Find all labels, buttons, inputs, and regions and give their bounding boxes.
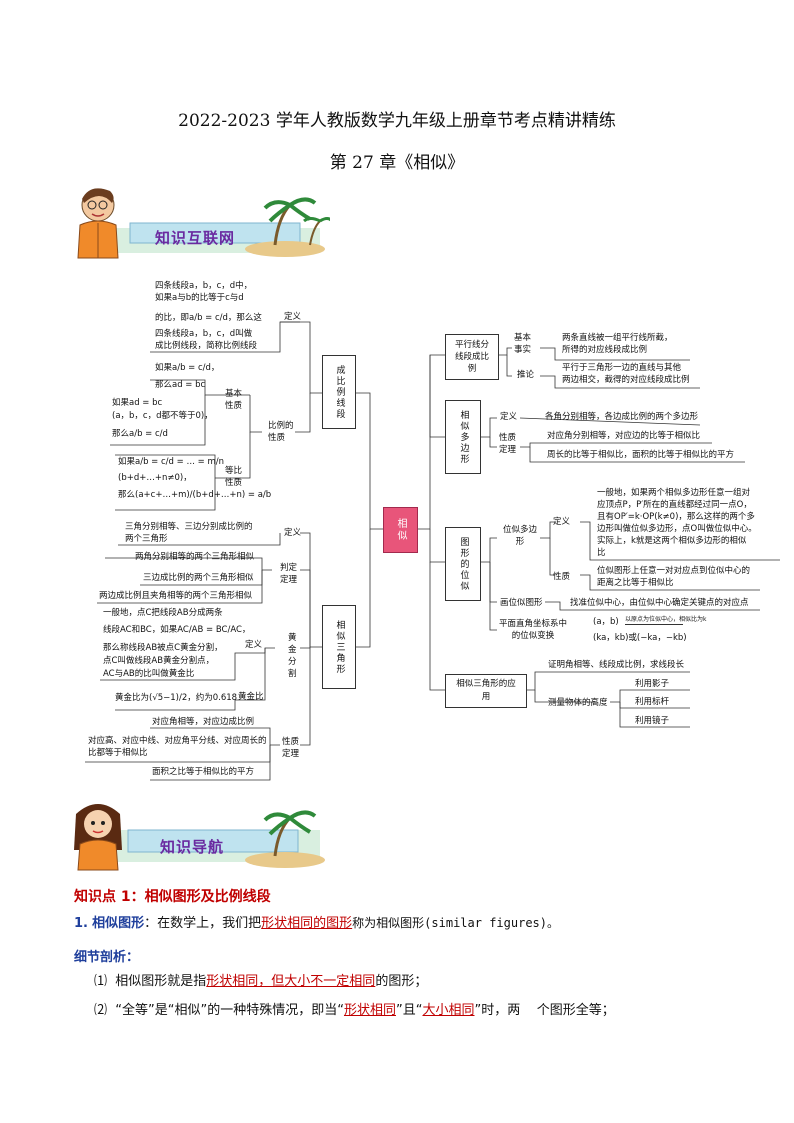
b1-basic2-line2: (a，b，c，d都不等于0)， xyxy=(112,411,213,421)
r3-def-line2: 应顶点P，P′所在的直线都经过同一点O， xyxy=(597,500,752,510)
banner-knowledge-navigation: 知识导航 xyxy=(70,800,330,872)
b2-judge-label: 判定定理 xyxy=(280,563,298,585)
r3-coord-label: 平面直角坐标系中的位似变换 xyxy=(498,619,567,641)
r1-corollary-line1: 平行于三角形一边的直线与其他 xyxy=(562,363,682,373)
banner-knowledge-network: 知识互联网 xyxy=(70,183,334,263)
b2-golden-label: 黄金分割 xyxy=(288,633,297,679)
r3-def-line1: 一般地，如果两个相似多边形任意一组对 xyxy=(597,488,751,498)
b1-basic-line1: 如果a/b = c/d， xyxy=(155,363,220,373)
r3-def-line4: 边形叫做位似多边形，点O叫做位似中心。 xyxy=(597,524,757,534)
r3-prop-line2: 距离之比等于相似比 xyxy=(597,578,674,588)
r3-coord-arrow-label: 以原点为位似中心，相似比为k xyxy=(625,616,707,623)
detail-point-2: ⑵ “全等”是“相似”的一种特殊情况，即当“形状相同”且“大小相同”时，两 个图… xyxy=(94,1003,615,1018)
b1-basic-line2: 那么ad = bc xyxy=(155,380,206,390)
b2-golden-def-line1: 一般地，点C把线段AB分成两条 xyxy=(103,608,223,618)
node-similar-polygons: 相似多边形 xyxy=(445,400,481,474)
b2-judge-item2: 三边成比例的两个三角形相似 xyxy=(143,573,254,583)
r2-prop-item2: 周长的比等于相似比，面积的比等于相似比的平方 xyxy=(547,450,735,460)
b2-def-line2: 两个三角形 xyxy=(125,534,168,544)
b1-ratio-line1: 如果a/b = c/d = … = m/n xyxy=(118,457,225,467)
b1-def-label: 定义 xyxy=(284,312,302,322)
girl-cartoon-icon xyxy=(74,804,325,871)
section-heading: 知识点 1：相似图形及比例线段 xyxy=(74,889,271,905)
b1-ratio-line3: 那么(a+c+…+m)/(b+d+…+n) = a/b xyxy=(118,490,272,500)
b1-basic-label: 基本性质 xyxy=(225,389,243,411)
item1-paragraph: 1. 相似图形：在数学上，我们把形状相同的图形称为相似图形(similar fi… xyxy=(74,916,559,931)
b2-def-label: 定义 xyxy=(284,528,302,538)
b2-golden-ratio-label: 黄金比 xyxy=(238,692,264,702)
b2-prop-item3: 面积之比等于相似比的平方 xyxy=(152,767,255,777)
document-title: 2022-2023 学年人教版数学九年级上册章节考点精讲精练 xyxy=(178,111,616,131)
r3-draw-label: 画位似图形 xyxy=(500,598,543,608)
r1-basic-line2: 所得的对应线段成比例 xyxy=(562,345,648,355)
b2-golden-def-line2: 线段AC和BC，如果AC/AB = BC/AC， xyxy=(103,625,251,635)
r3-def-line6: 比 xyxy=(597,548,606,558)
r1-corollary-line2: 两边相交，截得的对应线段成比例 xyxy=(562,375,690,385)
b1-ratio-label: 等比性质 xyxy=(225,466,243,488)
b1-ratio-line2: (b+d+…+n≠0)， xyxy=(118,473,192,483)
mindmap-center-node: 相似 xyxy=(383,507,418,553)
b1-def-line1: 四条线段a，b，c，d中， xyxy=(155,281,253,291)
r3-def-label: 定义 xyxy=(553,517,571,527)
b1-def-line2: 如果a与b的比等于c与d xyxy=(155,293,244,303)
r4-method3: 利用镜子 xyxy=(635,716,670,726)
r2-def-text: 各角分别相等，各边成比例的两个多边形 xyxy=(545,412,699,422)
r4-method2: 利用标杆 xyxy=(635,697,670,707)
r2-prop-label: 性质定理 xyxy=(499,433,517,455)
boy-cartoon-icon xyxy=(77,188,334,259)
r4-item1: 证明角相等、线段成比例，求线段长 xyxy=(548,660,685,670)
item1-underline: 形状相同的图形 xyxy=(261,916,353,931)
item1-term: 相似图形 xyxy=(92,916,145,931)
banner-label: 知识互联网 xyxy=(155,229,236,247)
detail-point-1: ⑴ 相似图形就是指形状相同，但大小不一定相同的图形； xyxy=(94,974,428,989)
detail-label: 细节剖析： xyxy=(74,950,140,965)
r1-corollary-label: 推论 xyxy=(517,370,535,380)
b2-def-line1: 三角分别相等、三边分别成比例的 xyxy=(125,522,253,532)
node-application: 相似三角形的应用 xyxy=(445,674,527,708)
b2-prop-item2: 对应高、对应中线、对应角平分线、对应周长的比都等于相似比 xyxy=(88,736,267,758)
r3-coord-bottom: (ka，kb)或(−ka，−kb) xyxy=(593,633,687,643)
b1-basic2-line3: 那么a/b = c/d xyxy=(112,429,168,439)
node-homothety: 图形的位似 xyxy=(445,527,481,601)
b2-prop-item1: 对应角相等，对应边成比例 xyxy=(152,717,255,727)
b2-prop-label: 性质定理 xyxy=(282,737,300,759)
b2-golden-def-line5: AC与AB的比叫做黄金比 xyxy=(103,669,195,679)
r4-method1: 利用影子 xyxy=(635,679,670,689)
b2-golden-ratio-text: 黄金比为(√5−1)/2，约为0.618 xyxy=(115,693,238,703)
node-similar-triangles: 相似三角形 xyxy=(322,605,356,689)
b1-basic2-line1: 如果ad = bc xyxy=(112,398,163,408)
r2-def-label: 定义 xyxy=(500,412,518,422)
b1-def-line3: 的比，即a/b = c/d，那么这 xyxy=(155,313,262,323)
chapter-title: 第 27 章《相似》 xyxy=(329,153,465,173)
b2-judge-item1: 两角分别相等的两个三角形相似 xyxy=(135,552,255,562)
b2-golden-def-line3: 那么称线段AB被点C黄金分割， xyxy=(103,643,223,653)
node-proportional-segments: 成比例线段 xyxy=(322,355,356,429)
b2-golden-def-line4: 点C叫做线段AB黄金分割点， xyxy=(103,656,215,666)
r4-item2: 测量物体的高度 xyxy=(548,698,608,708)
b2-judge-item3: 两边成比例且夹角相等的两个三角形相似 xyxy=(99,591,253,601)
r1-basic-label: 基本事实 xyxy=(514,333,532,355)
b1-def-line5: 成比例线段，简称比例线段 xyxy=(155,341,258,351)
r3-homothetic-label: 位似多边形 xyxy=(502,525,537,547)
arrow-icon xyxy=(625,624,683,625)
mindmap-lines xyxy=(85,321,780,781)
r3-prop-label: 性质 xyxy=(553,572,571,582)
node-parallel-lines: 平行线分线段成比例 xyxy=(445,334,499,380)
r2-prop-item1: 对应角分别相等，对应边的比等于相似比 xyxy=(547,431,701,441)
b1-prop-label: 比例的性质 xyxy=(268,421,294,443)
r3-def-line5: 实际上，k就是这两个相似多边形的相似 xyxy=(597,536,747,546)
banner-label: 知识导航 xyxy=(160,838,225,856)
r1-basic-line1: 两条直线被一组平行线所截， xyxy=(562,333,673,343)
r3-prop-line1: 位似图形上任意一对对应点到位似中心的 xyxy=(597,566,751,576)
r3-coord-top: (a，b) xyxy=(593,617,619,627)
b2-golden-def-label: 定义 xyxy=(245,640,263,650)
b1-def-line4: 四条线段a，b，c，d叫做 xyxy=(155,329,253,339)
r3-def-line3: 且有OP′=k·OP(k≠0)，那么这样的两个多 xyxy=(597,512,755,522)
r3-draw-text: 找准位似中心，由位似中心确定关键点的对应点 xyxy=(570,598,749,608)
